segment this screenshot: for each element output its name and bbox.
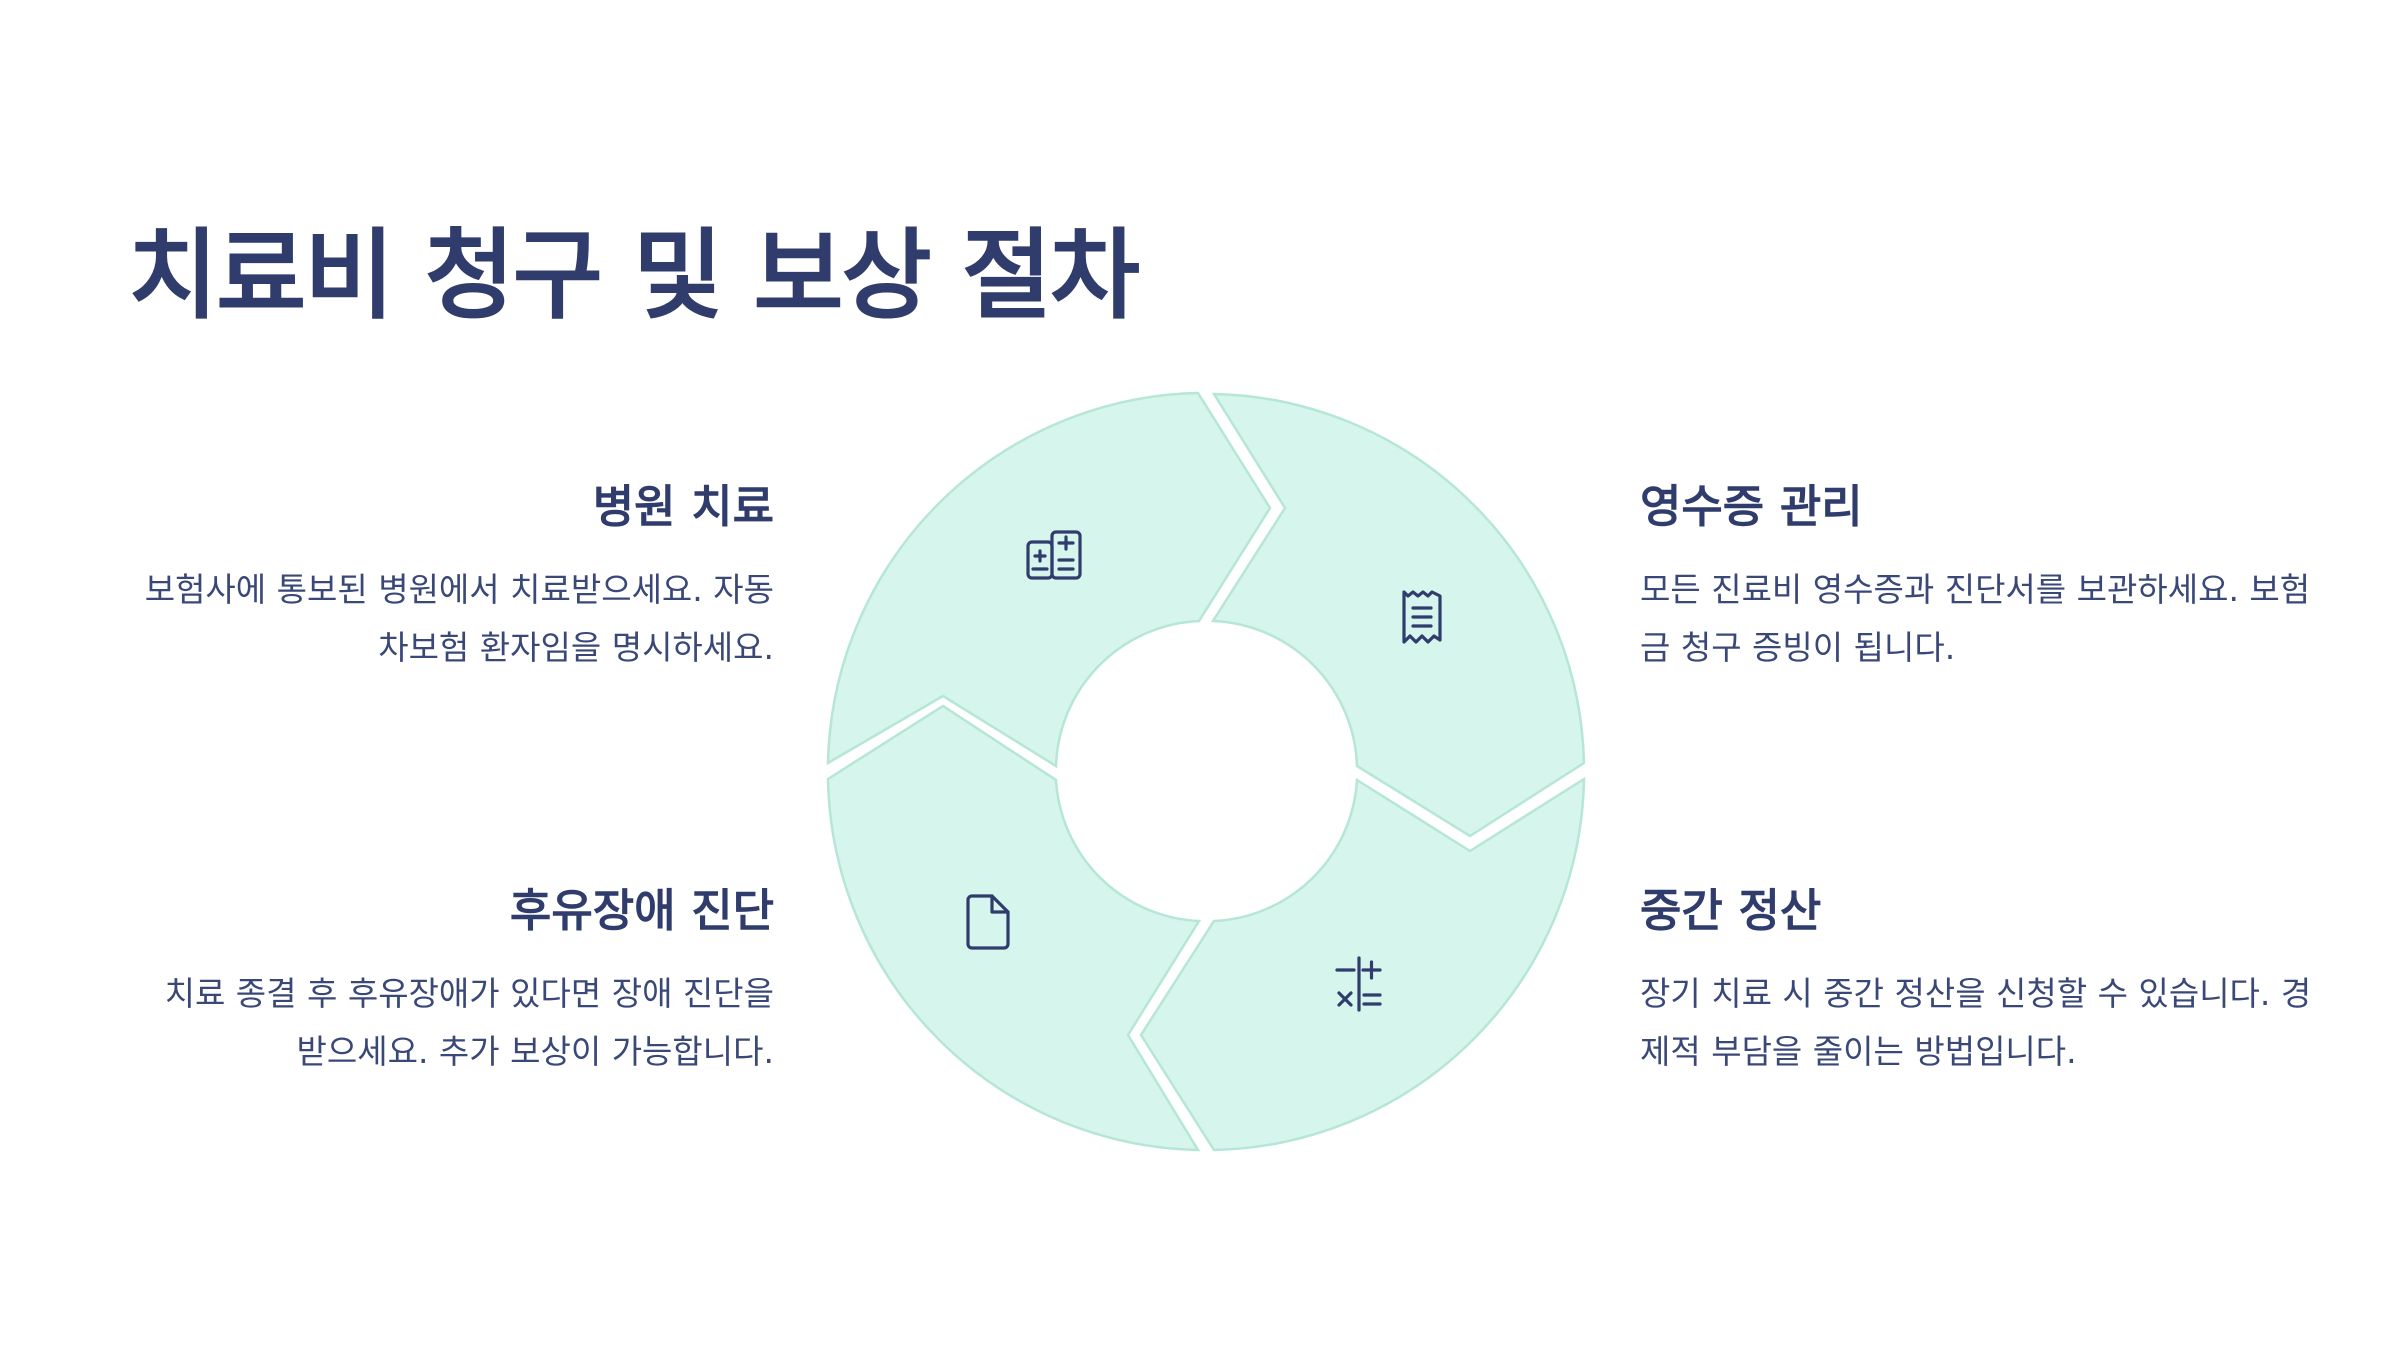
- calculator-icon: [1335, 956, 1382, 1012]
- hospital-calculator-icon: [1026, 530, 1082, 580]
- step-heading: 후유장애 진단: [509, 884, 774, 937]
- step-description: 모든 진료비 영수증과 진단서를 보관하세요. 보험금 청구 증빙이 됩니다.: [1640, 570, 2311, 667]
- step-description: 장기 치료 시 중간 정산을 신청할 수 있습니다. 경제적 부담을 줄이는 방…: [1640, 974, 2312, 1071]
- document-icon: [966, 894, 1010, 950]
- step-description: 치료 종결 후 후유장애가 있다면 장애 진단을 받으세요. 추가 보상이 가능…: [164, 974, 774, 1071]
- cycle-segment-disability: [826, 704, 1202, 1152]
- step-description: 보험사에 통보된 병원에서 치료받으세요. 자동차보험 환자임을 명시하세요.: [144, 570, 774, 667]
- page-title: 치료비 청구 및 보상 절차: [128, 219, 1140, 333]
- step-receipt-management: 영수증 관리 모든 진료비 영수증과 진단서를 보관하세요. 보험금 청구 증빙…: [1640, 470, 2320, 677]
- cycle-segment-interim: [1139, 776, 1586, 1152]
- step-disability-diagnosis: 후유장애 진단 치료 종결 후 후유장애가 있다면 장애 진단을 받으세요. 추…: [124, 874, 774, 1081]
- cycle-segment-receipt: [1210, 392, 1586, 838]
- step-heading: 중간 정산: [1640, 884, 1822, 937]
- step-hospital-treatment: 병원 치료 보험사에 통보된 병원에서 치료받으세요. 자동차보험 환자임을 명…: [124, 470, 774, 677]
- step-heading: 병원 치료: [592, 480, 774, 533]
- receipt-icon: [1402, 590, 1442, 644]
- step-heading: 영수증 관리: [1640, 480, 1863, 533]
- step-interim-settlement: 중간 정산 장기 치료 시 중간 정산을 신청할 수 있습니다. 경제적 부담을…: [1640, 874, 2320, 1081]
